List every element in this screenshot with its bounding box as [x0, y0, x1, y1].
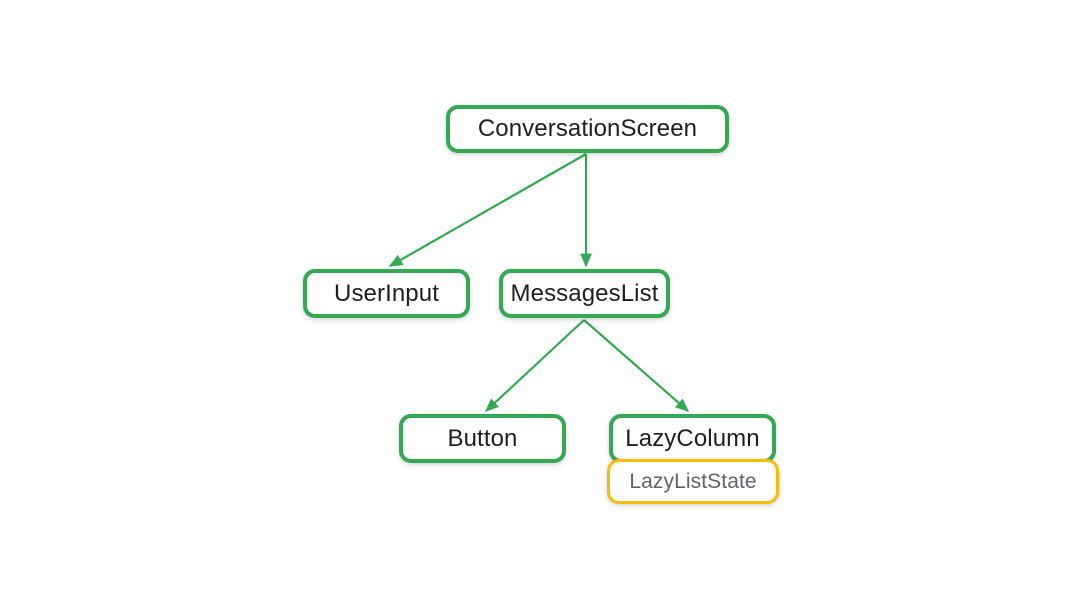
- node-label: MessagesList: [510, 279, 659, 307]
- node-messages-list[interactable]: MessagesList: [499, 269, 670, 318]
- edge-messages-list-to-lazy-column: [583, 319, 689, 412]
- node-label: LazyListState: [629, 469, 757, 493]
- edge-messages-list-to-button: [485, 319, 585, 412]
- node-conversation-screen[interactable]: ConversationScreen: [446, 105, 729, 153]
- node-label: Button: [447, 424, 518, 452]
- node-lazy-column[interactable]: LazyColumn: [609, 414, 776, 463]
- node-lazy-list-state[interactable]: LazyListState: [607, 459, 779, 504]
- node-user-input[interactable]: UserInput: [303, 269, 470, 318]
- node-label: ConversationScreen: [477, 115, 698, 142]
- node-label: LazyColumn: [625, 424, 760, 452]
- edge-conversation-screen-to-user-input: [388, 153, 587, 267]
- node-label: UserInput: [334, 279, 439, 307]
- node-button[interactable]: Button: [399, 414, 566, 463]
